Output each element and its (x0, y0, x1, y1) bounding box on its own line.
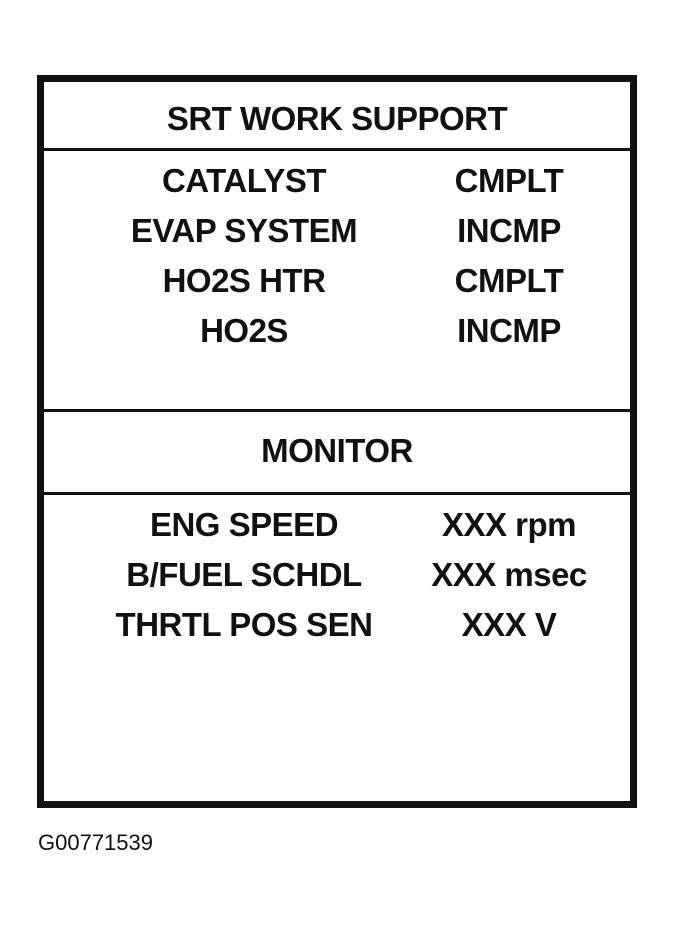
srt-row-ho2s: HO2S INCMP (44, 312, 630, 356)
srt-item-status: INCMP (457, 212, 561, 249)
srt-row-evap-system: EVAP SYSTEM INCMP (44, 212, 630, 256)
monitor-row-b-fuel-schdl: B/FUEL SCHDL XXX msec (44, 556, 630, 600)
srt-item-status: CMPLT (454, 262, 564, 299)
srt-item-label: EVAP SYSTEM (130, 212, 358, 249)
monitor-row-thrtl-pos-sen: THRTL POS SEN XXX V (44, 606, 630, 650)
monitor-top-divider (44, 409, 630, 412)
srt-row-catalyst: CATALYST CMPLT (44, 162, 630, 206)
srt-item-label: HO2S (200, 312, 288, 349)
monitor-item-value: XXX msec (431, 556, 587, 593)
scan-tool-screen: SRT WORK SUPPORT CATALYST CMPLT EVAP SYS… (37, 75, 637, 808)
srt-item-status: CMPLT (454, 162, 564, 199)
title-divider (44, 148, 630, 151)
srt-work-support-title: SRT WORK SUPPORT (166, 100, 508, 137)
monitor-item-label: THRTL POS SEN (115, 606, 373, 643)
monitor-item-label: ENG SPEED (149, 506, 339, 543)
monitor-item-value: XXX V (461, 606, 557, 643)
monitor-bottom-divider (44, 492, 630, 495)
srt-item-label: HO2S HTR (162, 262, 326, 299)
monitor-row-eng-speed: ENG SPEED XXX rpm (44, 506, 630, 550)
monitor-title: MONITOR (261, 432, 413, 469)
figure-id: G00771539 (38, 830, 153, 855)
monitor-item-label: B/FUEL SCHDL (126, 556, 362, 593)
srt-row-ho2s-htr: HO2S HTR CMPLT (44, 262, 630, 306)
monitor-item-value: XXX rpm (441, 506, 577, 543)
srt-item-label: CATALYST (161, 162, 327, 199)
srt-item-status: INCMP (457, 312, 561, 349)
